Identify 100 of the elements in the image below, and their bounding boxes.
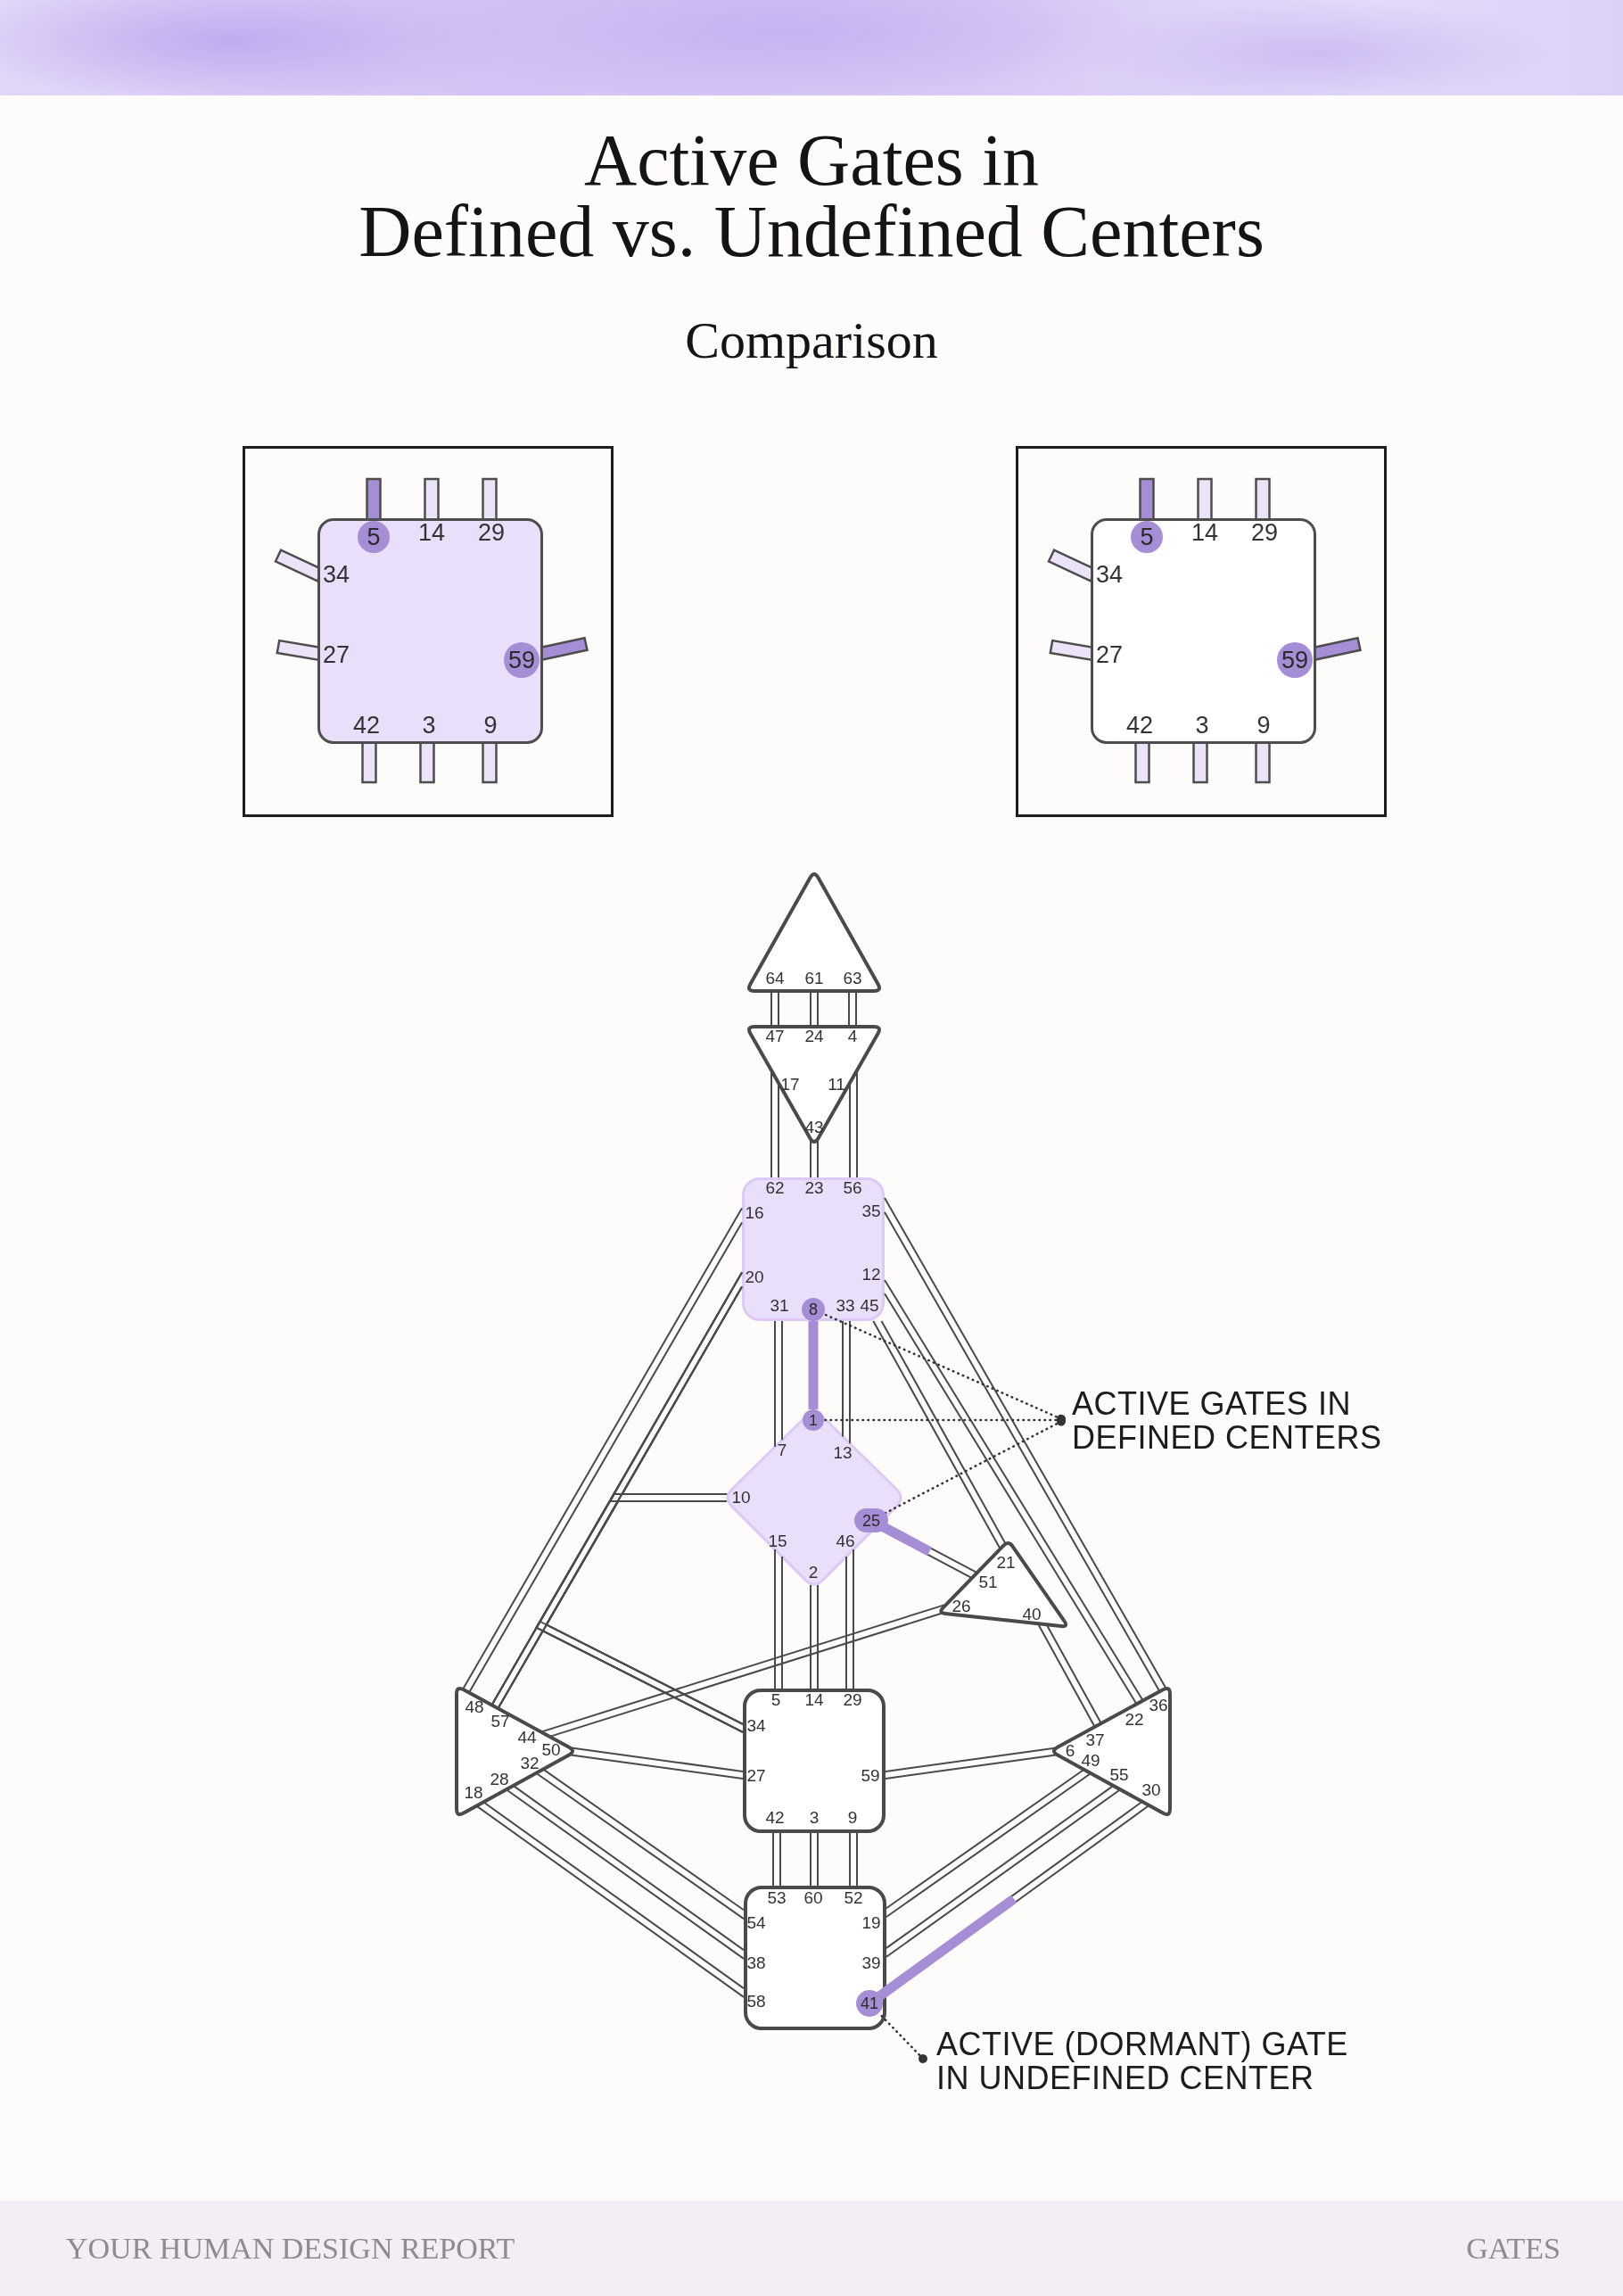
gate-number: 52	[844, 1891, 863, 1905]
watercolor-banner	[0, 0, 1623, 95]
gate-number: 4	[847, 1029, 858, 1044]
channel-line	[774, 1320, 783, 1449]
gate-number: 12	[861, 1268, 881, 1282]
gate-number: 7	[777, 1443, 787, 1458]
gate-number: 51	[978, 1575, 998, 1590]
channel-line	[770, 990, 779, 1028]
channel-line	[810, 1832, 819, 1887]
gate-number: 21	[996, 1556, 1016, 1570]
gate-number: 37	[1085, 1733, 1105, 1747]
gate-number: 38	[746, 1956, 766, 1970]
channel-line	[772, 1832, 781, 1887]
gate-number: 26	[952, 1599, 971, 1614]
active-gate-circle: 1	[803, 1409, 824, 1431]
gate-number: 28	[490, 1772, 509, 1787]
gate-number: 19	[861, 1916, 881, 1930]
center-square	[743, 1689, 886, 1833]
title: Active Gates in Defined vs. Undefined Centers	[358, 125, 1265, 268]
channel-line	[810, 1138, 819, 1178]
gate-number: 24	[804, 1029, 824, 1044]
channel-line	[770, 1070, 779, 1178]
gate-number: 42	[353, 715, 380, 735]
gate-number: 48	[465, 1700, 484, 1714]
gate-number: 17	[780, 1078, 800, 1092]
channel-line	[848, 990, 857, 1028]
gate-number: 42	[765, 1811, 785, 1825]
center-square	[317, 518, 543, 744]
gate-number: 46	[836, 1534, 855, 1549]
gate-number: 18	[464, 1786, 483, 1800]
channel-line	[927, 1547, 978, 1580]
gate-number: 36	[1149, 1698, 1168, 1713]
gate-number: 3	[1195, 715, 1209, 735]
gate-number: 2	[808, 1565, 819, 1580]
gate-number: 55	[1109, 1768, 1129, 1782]
footer-text: GATES	[1466, 2231, 1561, 2267]
gate-number: 23	[804, 1181, 824, 1195]
channel-line	[884, 1279, 1144, 1705]
channel-line	[568, 1747, 744, 1780]
footer-text: YOUR HUMAN DESIGN REPORT	[66, 2231, 515, 2267]
active-gate-circle: 5	[1131, 521, 1163, 553]
gate-number: 39	[861, 1956, 881, 1970]
gate-number: 64	[765, 971, 785, 986]
gate-number: 9	[847, 1811, 858, 1825]
gate-number: 27	[746, 1769, 766, 1783]
gate-number: 14	[804, 1693, 824, 1707]
gate-number: 5	[770, 1693, 781, 1707]
channel-line	[886, 1784, 1122, 1958]
gate-number: 62	[765, 1181, 785, 1195]
gate-number: 44	[517, 1730, 537, 1745]
gate-number: 34	[746, 1719, 766, 1733]
annotation-text: ACTIVE GATES IN DEFINED CENTERS	[1061, 1387, 1383, 1455]
gate-number: 31	[770, 1299, 789, 1313]
gate-number: 61	[804, 971, 824, 986]
gate-number: 14	[418, 523, 445, 542]
gate-number: 45	[860, 1299, 879, 1313]
gate-number: 34	[323, 565, 350, 584]
active-gate-circle: 5	[358, 521, 390, 553]
channel-line	[475, 1801, 745, 1998]
channel-line	[842, 1320, 851, 1445]
channel-line	[490, 1620, 744, 1733]
gate-number: 29	[1251, 523, 1278, 542]
channel-line	[505, 1784, 745, 1960]
gate-number: 54	[746, 1916, 766, 1930]
gate-number: 22	[1125, 1713, 1144, 1727]
channel-line	[849, 1832, 858, 1887]
gate-number: 10	[731, 1491, 751, 1505]
channel-line	[872, 1320, 1007, 1550]
channel-line	[885, 1747, 1059, 1780]
gate-number: 3	[809, 1811, 820, 1825]
gate-number: 59	[861, 1769, 880, 1783]
gate-number: 60	[803, 1891, 823, 1905]
channel-line	[884, 1196, 1167, 1693]
channel-line	[1036, 1623, 1102, 1728]
gate-number: 50	[541, 1743, 561, 1757]
channel-line	[462, 1207, 743, 1694]
active-gate-circle: 8	[802, 1298, 825, 1321]
channel-line	[1010, 1800, 1150, 1903]
channel-line	[849, 1070, 858, 1178]
gate-number: 58	[746, 1995, 766, 2009]
gate-number: 35	[861, 1204, 881, 1218]
gate-number: 9	[483, 715, 498, 735]
gate-number: 29	[478, 523, 505, 542]
gate-number: 14	[1191, 523, 1218, 542]
channel-line	[774, 1549, 783, 1689]
gate-number: 9	[1256, 715, 1271, 735]
gate-number: 42	[1126, 715, 1153, 735]
active-gate-circle: 59	[1277, 642, 1313, 678]
gate-number: 49	[1081, 1754, 1100, 1768]
gate-number: 20	[745, 1270, 764, 1284]
gate-number: 30	[1141, 1783, 1161, 1797]
gate-number: 40	[1022, 1607, 1042, 1622]
gate-number: 56	[843, 1181, 862, 1195]
gate-number: 3	[422, 715, 436, 735]
center-square	[744, 1886, 886, 2030]
gate-number: 13	[833, 1446, 853, 1460]
gate-number: 27	[323, 645, 350, 665]
center-square	[1091, 518, 1316, 744]
active-gate-stub	[880, 1522, 932, 1557]
active-channel-line	[808, 1321, 819, 1409]
